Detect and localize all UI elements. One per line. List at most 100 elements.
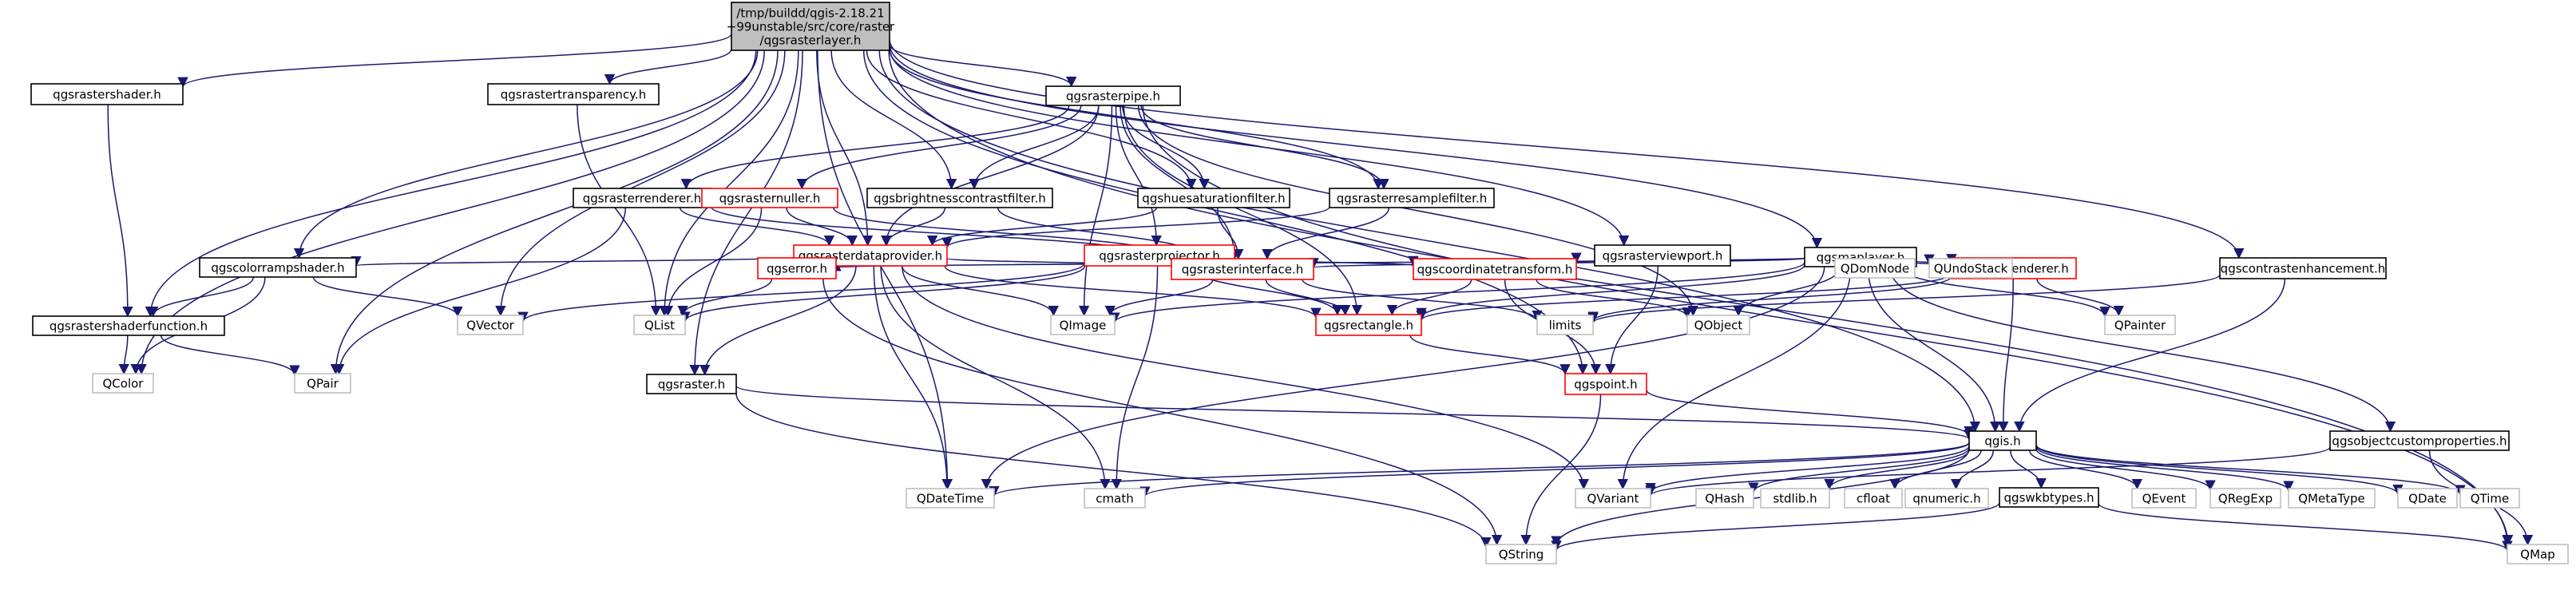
node-label-qgsrasterpipe: qgsrasterpipe.h [1066,89,1160,104]
edge-root-to-QColor [136,49,765,375]
node-QDomNode: QDomNode [1834,258,1916,279]
node-qgsrectangle[interactable]: qgsrectangle.h [1315,314,1422,336]
node-stdlib: stdlib.h [1760,488,1830,509]
node-QHash: QHash [1695,488,1754,509]
node-box-qgsrasterrenderer [573,188,711,208]
node-label-QMetaType: QMetaType [2298,492,2365,506]
node-qgsrasterrenderer[interactable]: qgsrasterrenderer.h [573,188,711,208]
node-box-qgsrasterinterface [1171,258,1314,280]
edge-root-to-qgsrasterpipe [889,44,1077,88]
node-box-qgsrasterviewport [1594,244,1731,267]
node-qgscontrastenhancement[interactable]: qgscontrastenhancement.h [2219,257,2387,279]
node-qgswkbtypes[interactable]: qgswkbtypes.h [1999,487,2099,508]
node-box-cmath [1084,488,1146,509]
node-qgscoordinatetransform[interactable]: qgscoordinatetransform.h [1413,258,1577,280]
node-label-qgsobjectcustomproperties: qgsobjectcustomproperties.h [2332,434,2507,449]
edge-qgsmaplayer-to-QImage [1109,261,1805,323]
node-QDateTime: QDateTime [906,488,995,509]
node-label-QEvent: QEvent [2142,492,2186,506]
node-box-QPair [294,373,351,394]
edge-qgsrastershaderfunction-to-QPair [160,335,300,376]
node-label-QObject: QObject [1694,319,1743,333]
edge-qgsrasterpipe-to-qgsrasterinterface [1120,105,1241,260]
edge-qgis-to-QMetaType [2035,446,2294,492]
node-qgsbrightnesscontrastfilter[interactable]: qgsbrightnesscontrastfilter.h [866,188,1053,208]
node-box-QMap [2507,544,2569,564]
edge-qgsrasterrenderer-to-QPair [333,207,627,375]
edge-qgsrasterprojector-to-cmath [1111,265,1159,490]
edge-qgsobjectcustomproperties-to-QVariant [1645,446,2331,497]
node-QVariant: QVariant [1575,488,1651,509]
node-label-qgsrasterresamplefilter: qgsrasterresamplefilter.h [1337,192,1487,206]
edge-root-to-qgshuesaturationfilter [866,49,1197,190]
edge-qgscolorrampshader-to-qgsrastershaderfunction [148,276,255,318]
node-label-qgsrastershader: qgsrastershader.h [53,88,161,102]
node-qgsrastershaderfunction[interactable]: qgsrastershaderfunction.h [32,315,225,336]
node-qgspoint[interactable]: qgspoint.h [1564,373,1647,395]
edge-qgsrastershaderfunction-to-QColor [118,335,129,375]
node-qgsrasterpipe[interactable]: qgsrasterpipe.h [1045,85,1181,106]
node-box-qgsrectangle [1315,314,1422,336]
edge-qgscoordinatetransform-to-QObject [1536,279,1693,319]
edge-root-to-qgsbrightnesscontrastfilter [830,49,957,190]
edge-qgscontrastenhancement-to-qgis [2014,278,2286,433]
edge-qgsrasterprojector-to-QList [680,265,1086,323]
node-qgsrasterinterface[interactable]: qgsrasterinterface.h [1171,258,1314,280]
edge-root-to-qgscolorrampshader [293,49,759,259]
node-box-qnumeric [1904,488,1989,509]
node-box-stdlib [1760,488,1830,509]
node-box-qgsrasterpipe [1045,85,1181,106]
edge-root-to-qgsrasterdataprovider [816,49,874,247]
node-box-qgsraster [646,374,737,394]
node-label-qgsrastershaderfunction: qgsrastershaderfunction.h [50,319,208,334]
node-QPair: QPair [294,373,351,394]
node-qgis[interactable]: qgis.h [1968,430,2037,451]
node-qgsrastertransparency[interactable]: qgsrastertransparency.h [487,83,660,105]
edge-qgsrasterpipe-to-qgsrasterrenderer [680,105,1070,190]
node-box-qgsrastertransparency [487,83,660,105]
edge-qgsmaplayer-to-qgsobjectcustomproperties [1888,266,2396,433]
edge-qgspoint-to-qgis [1646,389,1975,438]
edge-qgsrasterpipe-to-qgsrasterprojector [1115,105,1162,247]
node-QObject: QObject [1686,315,1750,335]
node-box-qgswkbtypes [1999,487,2099,508]
edge-qgscoordinatetransform-to-qgsrectangle [1386,279,1472,316]
node-root[interactable]: /tmp/buildd/qgis-2.18.21+99unstable/src/… [727,2,895,51]
node-qgscolorrampshader[interactable]: qgscolorrampshader.h [199,257,357,278]
edge-root-to-qgscontrastenhancement [889,39,2245,259]
node-box-QObject [1686,315,1750,335]
node-box-qgserror [757,257,837,279]
edge-qgsrasterdataprovider-to-qgsraster [699,265,857,376]
node-qgsraster[interactable]: qgsraster.h [646,374,737,394]
node-label-root: /qgsrasterlayer.h [760,34,862,48]
node-label-cmath: cmath [1096,492,1133,506]
node-qgsrastershader[interactable]: qgsrastershader.h [30,83,184,105]
node-label-qgshuesaturationfilter: qgshuesaturationfilter.h [1142,192,1285,206]
node-QUndoStack: QUndoStack [1928,258,2013,279]
node-label-QList: QList [644,319,675,333]
node-qgsrasterresamplefilter[interactable]: qgsrasterresamplefilter.h [1329,188,1495,208]
node-box-qgscoordinatetransform [1413,258,1577,280]
node-box-QImage [1050,315,1116,335]
node-qgserror[interactable]: qgserror.h [757,257,837,279]
node-label-stdlib: stdlib.h [1773,492,1817,506]
node-qgsrasternuller[interactable]: qgsrasternuller.h [701,188,838,208]
node-qgsobjectcustomproperties[interactable]: qgsobjectcustomproperties.h [2329,430,2510,451]
node-label-QPair: QPair [307,377,339,391]
edge-root-to-qgsrastertransparency [604,49,732,85]
node-box-QPainter [2104,315,2176,335]
node-qgshuesaturationfilter[interactable]: qgshuesaturationfilter.h [1137,188,1290,208]
node-label-qgsrasterinterface: qgsrasterinterface.h [1182,263,1303,277]
edge-qgsrasterdataprovider-to-qgsrectangle [944,265,1322,319]
edge-qgis-to-stdlib [1824,449,1970,490]
node-label-root: +99unstable/src/core/raster [727,20,895,34]
edge-qgsrasternuller-to-QList [662,207,763,317]
node-QVector: QVector [457,315,524,335]
node-QPainter: QPainter [2104,315,2176,335]
edge-qgsrasterdataprovider-to-QVariant [902,265,1589,490]
node-box-qgsrasterresamplefilter [1329,188,1495,208]
node-qgsrasterviewport[interactable]: qgsrasterviewport.h [1594,244,1731,267]
node-label-root: /tmp/buildd/qgis-2.18.21 [736,6,884,21]
edge-qgsmaplayer-to-qgis [1867,266,2001,433]
edges-layer [107,34,2534,552]
